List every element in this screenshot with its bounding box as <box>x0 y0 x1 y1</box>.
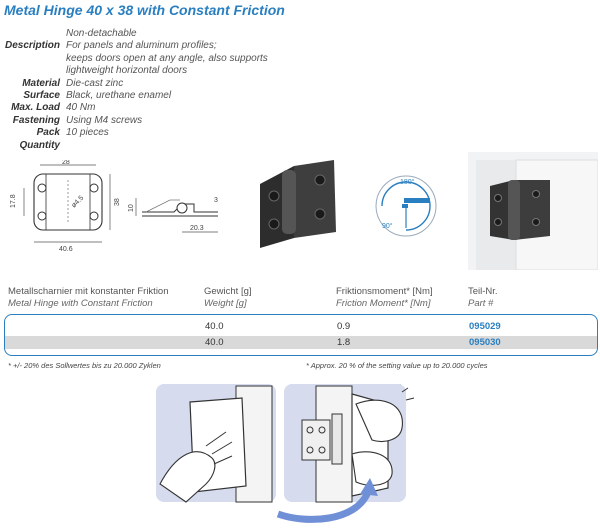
spec-row: Pack Quantity 10 pieces <box>0 127 300 152</box>
spec-line: lightweight horizontal doors <box>66 65 188 77</box>
angle-side-label: 90° <box>382 222 393 230</box>
cell-friction: 1.8 <box>337 337 351 348</box>
hinge-photo <box>260 160 336 248</box>
technical-drawing: 28 17.8 38 ø4.5 40.6 10 3 20.3 <box>10 160 218 253</box>
dim-width-top: 28 <box>62 160 70 166</box>
header-de: Teil-Nr. <box>468 286 498 297</box>
spec-value: Black, urethane enamel <box>66 90 300 102</box>
dim-width-bottom: 40.6 <box>59 246 73 253</box>
cell-friction: 0.9 <box>337 321 351 332</box>
side-dim-bottom: 20.3 <box>190 225 204 232</box>
spec-row: Surface Black, urethane enamel <box>0 90 300 102</box>
spec-line: keeps doors open at any angle, also supp… <box>66 52 268 64</box>
page-title: Metal Hinge 40 x 38 with Constant Fricti… <box>4 2 285 18</box>
spec-line: 40 Nm <box>66 102 96 114</box>
spec-line: For panels and aluminum profiles; <box>66 40 217 52</box>
mounted-hinge-photo <box>468 152 598 270</box>
angle-top-label: 180° <box>400 178 415 186</box>
spec-row: Max. Load 40 Nm <box>0 102 300 114</box>
header-en: Weight [g] <box>204 298 247 309</box>
usage-illustration <box>156 384 415 523</box>
dim-height-right: 38 <box>114 198 121 206</box>
side-view: 10 3 20.3 <box>128 197 218 233</box>
spec-line: Non-detachable <box>66 28 137 39</box>
spec-value: 10 pieces <box>66 127 300 152</box>
cell-part-number[interactable]: 095029 <box>469 321 501 332</box>
header-en: Part # <box>468 298 494 309</box>
spec-value: For panels and aluminum profiles; keeps … <box>66 40 300 77</box>
col-header-product: Metallscharnier mit konstanter Friktion … <box>8 286 169 310</box>
spec-label: Material <box>22 77 60 89</box>
spec-line: Die-cast zinc <box>66 77 124 89</box>
spec-label: Surface <box>23 90 60 102</box>
side-dim-right: 3 <box>214 197 218 204</box>
spec-value: Using M4 screws <box>66 115 300 127</box>
col-header-part: Teil-Nr. Part # <box>468 286 498 310</box>
spec-label: Description <box>4 40 60 52</box>
spec-row: Fastening Using M4 screws <box>0 115 300 127</box>
spec-label: Max. Load <box>11 102 60 114</box>
spec-line: Using M4 screws <box>66 114 143 126</box>
header-de: Gewicht [g] <box>204 286 252 297</box>
header-en: Friction Moment* [Nm] <box>336 298 431 309</box>
header-de: Friktionsmoment* [Nm] <box>336 286 433 297</box>
side-dim-left: 10 <box>128 204 135 212</box>
table-row: 40.0 0.9 095029 <box>5 320 597 333</box>
rotation-diagram: 180° 90° <box>375 175 437 237</box>
spec-value: 40 Nm <box>66 102 300 114</box>
footnote-en: * Approx. 20 % of the setting value up t… <box>306 361 488 370</box>
spec-value: Non-detachable <box>66 28 300 40</box>
spec-label: Fastening <box>12 114 60 126</box>
spec-row: Description For panels and aluminum prof… <box>0 40 300 77</box>
spec-row: Material Die-cast zinc <box>0 78 300 90</box>
table-row: 40.0 1.8 095030 <box>5 336 597 349</box>
spec-label: Pack Quantity <box>19 127 60 151</box>
spec-line: Black, urethane enamel <box>66 90 172 102</box>
front-view: 28 17.8 38 ø4.5 40.6 <box>10 160 121 253</box>
cell-weight: 40.0 <box>205 337 224 348</box>
spec-value: Die-cast zinc <box>66 78 300 90</box>
spec-line: 10 pieces <box>66 127 109 139</box>
spec-list: Non-detachable Description For panels an… <box>0 28 300 152</box>
footnote-de: * +/- 20% des Sollwertes bis zu 20.000 Z… <box>8 361 161 370</box>
col-header-weight: Gewicht [g] Weight [g] <box>204 286 252 310</box>
header-de: Metallscharnier mit konstanter Friktion <box>8 286 169 297</box>
header-en: Metal Hinge with Constant Friction <box>8 298 153 309</box>
spec-row: Non-detachable <box>0 28 300 40</box>
spec-label <box>0 28 66 40</box>
dim-height-left: 17.8 <box>10 194 17 208</box>
cell-part-number[interactable]: 095030 <box>469 337 501 348</box>
product-table: 40.0 0.9 095029 40.0 1.8 095030 <box>4 314 598 356</box>
cell-weight: 40.0 <box>205 321 224 332</box>
col-header-friction: Friktionsmoment* [Nm] Friction Moment* [… <box>336 286 433 310</box>
